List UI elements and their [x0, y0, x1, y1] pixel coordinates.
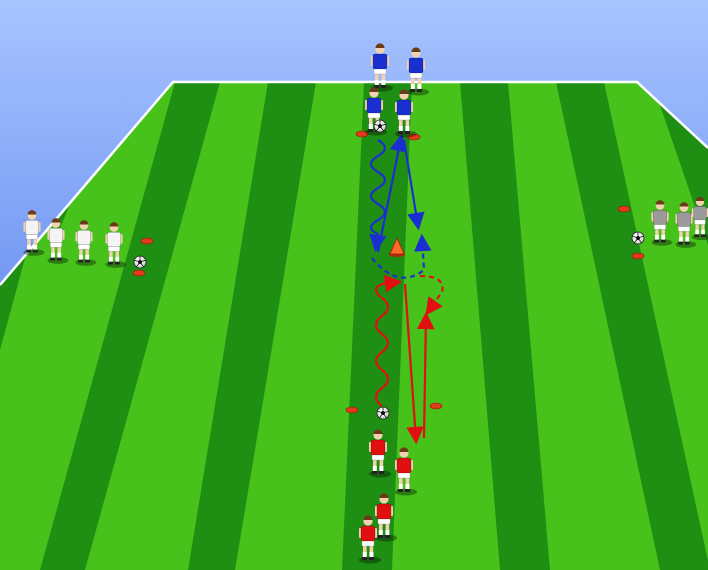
- soccer-ball-icon: [374, 120, 386, 132]
- soccer-ball-icon: [134, 256, 146, 268]
- soccer-ball-icon: [377, 407, 389, 419]
- soccer-ball-icon: [632, 232, 644, 244]
